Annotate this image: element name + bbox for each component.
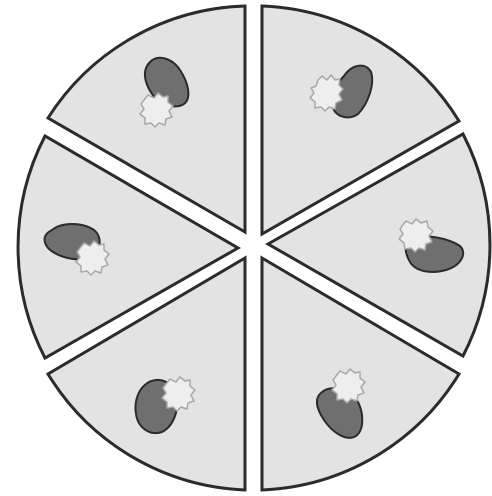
pie-diagram-canvas: [0, 0, 492, 496]
pie-diagram: [0, 0, 492, 496]
